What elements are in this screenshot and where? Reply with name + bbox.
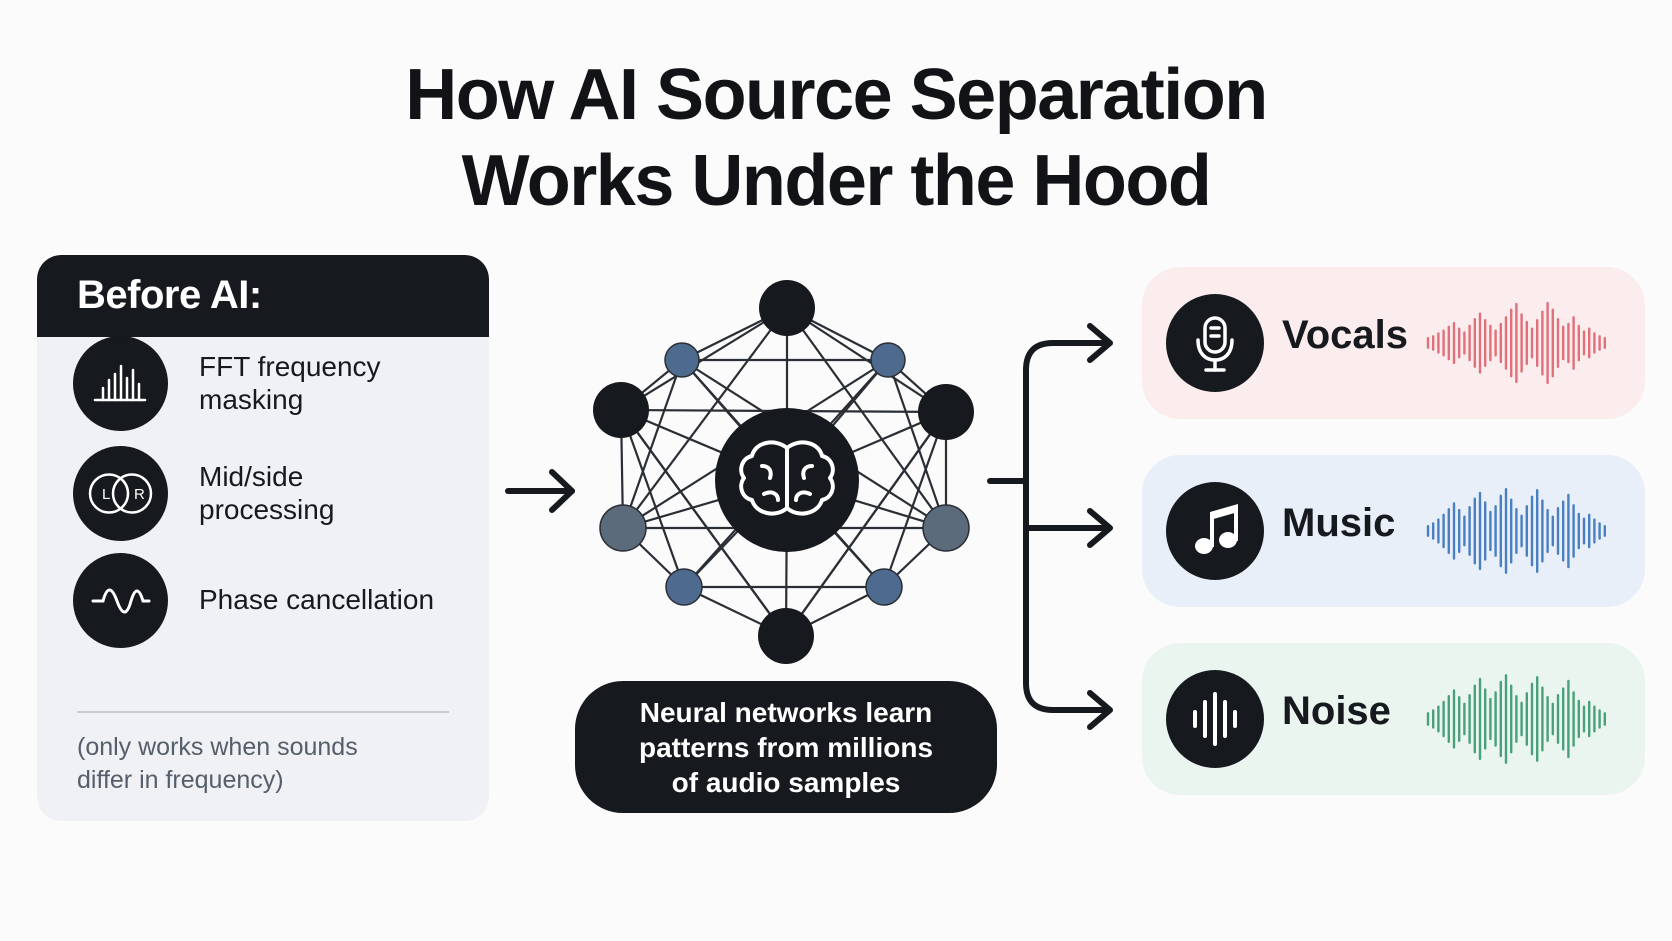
network-node (918, 384, 974, 440)
caption-line-1: Neural networks learn (639, 696, 933, 728)
bar-spectrum-icon (73, 336, 168, 431)
diagram-title: How AI Source Separation Works Under the… (0, 52, 1672, 224)
network-edge (622, 307, 788, 529)
caption-line-2: patterns from millions (638, 731, 934, 763)
network-node (922, 504, 970, 552)
panel-divider (77, 711, 449, 713)
network-edge (619, 409, 686, 588)
network-node (758, 608, 814, 664)
lr-icon-left-letter: L (102, 486, 110, 503)
network-edge (886, 359, 948, 529)
lr-icon-right-letter: R (134, 486, 145, 503)
lr-circles-icon: L R (73, 446, 168, 541)
music-note-icon (1166, 482, 1264, 580)
before-ai-header: Before AI: (37, 255, 489, 337)
before-ai-panel: Before AI: FFT frequency masking (37, 255, 489, 821)
caption-line-3: of audio samples (671, 766, 901, 798)
method-fft: FFT frequency masking (73, 336, 473, 432)
method-label-phase: Phase cancellation (199, 584, 435, 615)
network-edge (786, 307, 947, 529)
before-ai-note: (only works when sounds differ in freque… (77, 733, 358, 794)
output-label-vocals: Vocals (1282, 313, 1408, 357)
network-edge (621, 359, 684, 529)
before-ai-heading: Before AI: (77, 273, 262, 317)
network-node (599, 504, 647, 552)
network-node (665, 568, 703, 606)
output-label-music: Music (1282, 501, 1396, 545)
method-phase: Phase cancellation (73, 553, 473, 649)
network-node (759, 280, 815, 336)
network-node (664, 342, 700, 378)
method-mid-side: L R Mid/side processing (73, 446, 473, 542)
network-node (593, 382, 649, 438)
input-arrow (505, 469, 575, 513)
output-card-noise: Noise (1142, 643, 1645, 795)
title-line-2: Works Under the Hood (461, 141, 1212, 221)
noise-bars-icon (1166, 670, 1264, 768)
noise-waveform (1426, 674, 1607, 764)
network-nodes (593, 280, 974, 664)
music-waveform (1426, 488, 1607, 575)
brain-icon (715, 408, 859, 552)
microphone-icon (1166, 294, 1264, 392)
output-card-music: Music (1142, 455, 1645, 607)
method-label-mid-side: Mid/side processing (199, 461, 335, 525)
output-card-vocals: Vocals (1142, 267, 1645, 419)
sine-wave-icon (73, 553, 168, 648)
output-branch-arrows (987, 323, 1113, 730)
method-label-fft: FFT frequency masking (199, 351, 381, 415)
network-edge (785, 411, 947, 637)
output-label-noise: Noise (1282, 689, 1391, 733)
network-node (865, 568, 903, 606)
network-edge (620, 409, 787, 637)
vocals-waveform (1426, 301, 1607, 385)
network-caption: Neural networks learn patterns from mill… (575, 681, 997, 813)
network-edge (882, 411, 948, 588)
title-line-1: How AI Source Separation (405, 55, 1268, 135)
network-node (870, 342, 906, 378)
